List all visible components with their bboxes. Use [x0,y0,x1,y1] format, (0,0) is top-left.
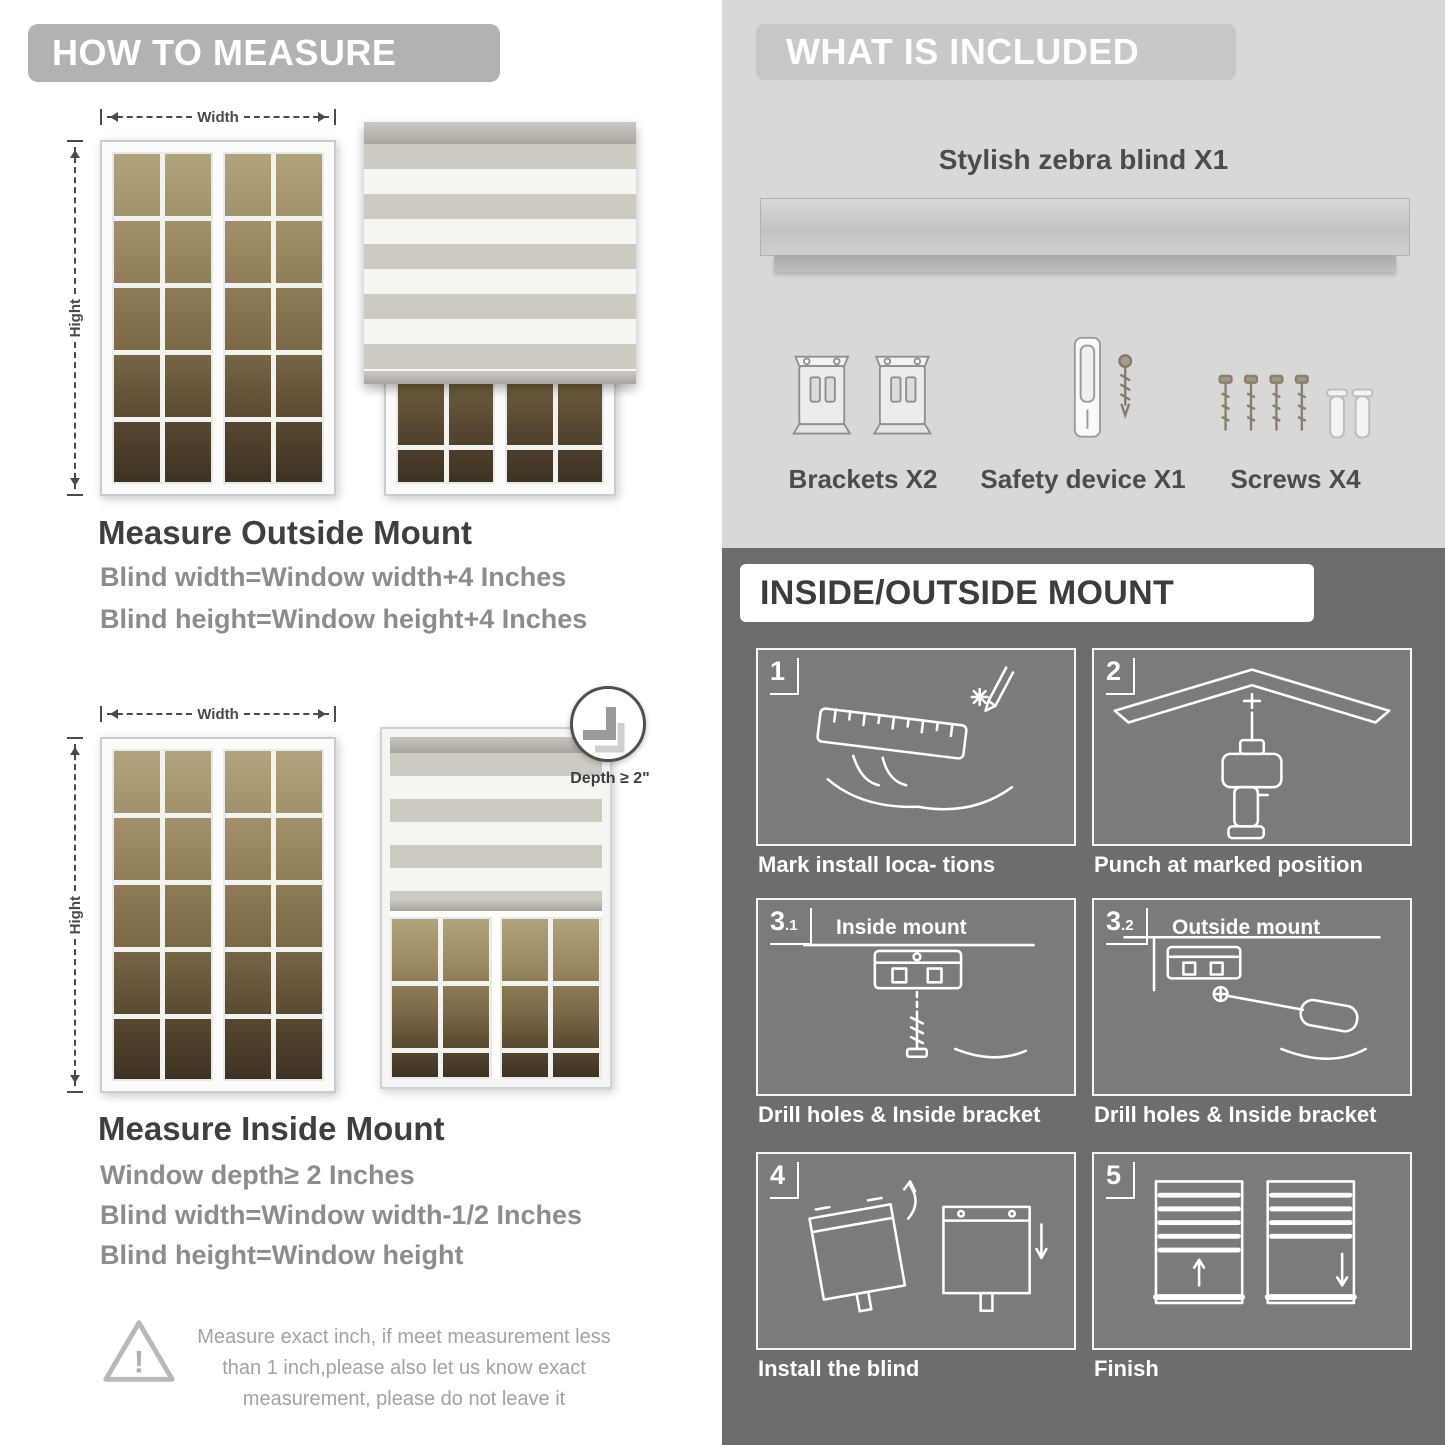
step-caption-3-1: Drill holes & Inside bracket [758,1102,1041,1127]
outside-mount-heading: Measure Outside Mount [98,514,473,551]
mark-location-illustration [816,666,1015,811]
height-label: Hight [66,298,84,338]
width-arrow-inside: Width [100,703,337,725]
inside-bracket-illustration [803,943,1035,1059]
inside-width-rule: Blind width=Window width-1/2 Inches [100,1200,583,1230]
step-number: 3.1 [770,908,812,945]
outside-height-rule: Blind height=Window height+4 Inches [100,604,588,634]
inside-mount-blind-figure [380,727,612,1089]
drill-illustration [1113,668,1391,840]
step-caption-1: Mark install loca- tions [758,852,996,877]
step-number: 4 [770,1162,800,1199]
inside-depth-rule: Window depth≥ 2 Inches [100,1160,415,1190]
finish-illustration [1153,1180,1357,1305]
window-sash-right [223,152,324,484]
step-panel-2: 2 [1092,648,1412,846]
depth-magnifier-circle [570,686,646,762]
zebra-blind-outside [364,122,636,384]
frame-corner-detail-icon [583,707,625,753]
height-arrow-inside: Hight [64,737,86,1094]
window-sash-left [112,152,213,484]
outside-width-rule: Blind width=Window width+4 Inches [100,562,567,592]
product-title: Stylish zebra blind X1 [938,144,1229,175]
blind-bottomrail [390,901,602,911]
headrail-illustration [760,198,1410,256]
measure-warning-text: Measure exact inch, if meet measurement … [197,1326,611,1410]
install-blind-illustration [808,1180,1048,1313]
brackets-label: Brackets X2 [788,464,938,494]
window-photo-inside [100,737,336,1093]
what-is-included-title: WHAT IS INCLUDED [786,31,1140,72]
step-caption-3-2: Drill holes & Inside bracket [1094,1102,1377,1127]
step-number: 2 [1106,658,1136,695]
step-caption-4: Install the blind [758,1356,920,1381]
step-number: 5 [1106,1162,1136,1199]
screws-label: Screws X4 [1230,464,1361,494]
svg-text:!: ! [134,1344,144,1379]
outside-bracket-illustration [1123,935,1381,1060]
step-panel-1: 1 [756,648,1076,846]
step-caption-2: Punch at marked position [1094,852,1363,877]
blind-headrail [364,122,636,144]
width-label: Width [197,705,239,723]
outside-mount-blind-figure [364,122,636,496]
what-is-included-banner: WHAT IS INCLUDED [756,24,1236,80]
safety-device-label: Safety device X1 [980,464,1186,494]
brackets-icon [791,355,933,435]
step-panel-5: 5 [1092,1152,1412,1350]
step-number: 1 [770,658,800,695]
step-number: 3.2 [1106,908,1148,945]
window-photo-outside [100,140,336,496]
how-to-measure-banner: HOW TO MEASURE [28,24,500,82]
screws-icon [1218,374,1374,439]
inside-height-rule: Blind height=Window height [100,1240,464,1270]
zebra-stripes [390,753,602,901]
warning-triangle-icon: ! [103,1320,175,1382]
blind-headrail [390,737,602,753]
included-section [722,0,1445,548]
height-arrow-outside: Hight [64,140,86,497]
step-panel-4: 4 [756,1152,1076,1350]
step-panel-3-2: 3.2 Outside mount [1092,898,1412,1096]
inside-mount-heading: Measure Inside Mount [98,1110,445,1147]
step-label: Outside mount [1172,916,1321,939]
mount-title: INSIDE/OUTSIDE MOUNT [760,573,1175,612]
how-to-measure-title: HOW TO MEASURE [52,32,397,73]
depth-note: Depth ≥ 2" [570,770,650,787]
headrail-lip [774,255,1396,272]
width-arrow-outside: Width [100,106,337,128]
safety-device-icon [1073,336,1133,438]
mount-banner: INSIDE/OUTSIDE MOUNT [740,564,1314,622]
blind-bottomrail [364,371,636,384]
step-caption-5: Finish [1094,1356,1159,1381]
zebra-stripes [364,144,636,371]
width-label: Width [197,108,239,126]
step-label: Inside mount [836,916,967,939]
step-panel-3-1: 3.1 Inside mount [756,898,1076,1096]
height-label: Hight [66,895,84,935]
